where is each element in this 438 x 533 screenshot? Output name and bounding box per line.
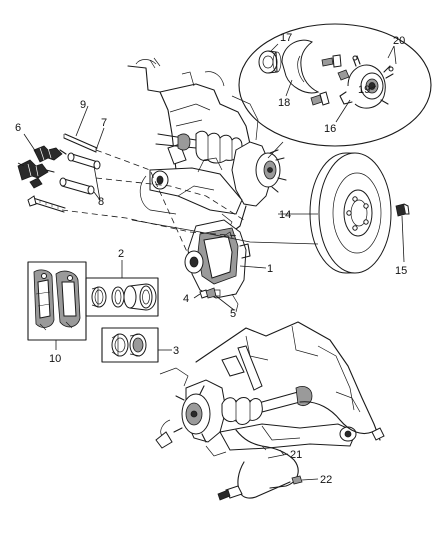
lower-suspension-assembly [155,321,385,501]
brake-rotor [309,152,392,274]
callout-4: 4 [183,293,189,305]
hub-detail-inset [238,23,432,147]
callout-10: 10 [49,353,61,365]
callout-9: 9 [80,99,86,111]
hub-flange [339,55,394,109]
bolt-alignment-line [61,209,241,237]
drive-shaft [155,130,243,164]
guide-pin-upper [63,133,98,153]
lower-drive-shaft [221,386,313,425]
callout-22: 22 [320,474,332,486]
callout-7: 7 [101,117,107,129]
pin-bushing-upper [33,145,67,163]
callout-18: 18 [278,97,290,109]
inset-ellipse [238,23,432,147]
lower-control-arm [149,157,243,231]
callout-3: 3 [173,345,179,357]
sleeve-alignment-line [95,177,245,221]
dust-shield [281,39,320,94]
callout-2: 2 [118,248,124,260]
callout-20: 20 [393,35,405,47]
pin-bushing-lower [17,159,55,189]
upper-suspension-assembly [127,57,287,233]
wheel-speed-sensor [217,461,303,501]
lower-knuckle [155,367,227,449]
callout-labels: 1 2 3 4 5 6 7 8 9 10 14 15 16 17 18 19 2… [15,32,407,486]
shield-bolts [310,54,350,106]
wheel-bearing [258,50,282,74]
callout-21: 21 [290,449,302,461]
caliper-seal-kit [101,327,159,363]
inset-leader [267,141,284,159]
brake-pad-kit [27,261,87,341]
callout-6: 6 [15,122,21,134]
callout-14: 14 [279,209,291,221]
piston-seal-kit [85,277,159,317]
guide-pin-bolt-lower [27,195,66,213]
wheel-speed-sensor-harness [235,401,385,489]
bleeder-screw [199,287,221,299]
pin-alignment-line [95,149,189,255]
caliper-rotor-line [131,219,319,245]
callout-1: 1 [267,263,273,275]
seal-kit-frame [101,327,159,363]
callout-8: 8 [98,196,104,208]
callout-15: 15 [395,265,407,277]
brake-caliper [184,219,251,313]
wheel-nut [395,203,410,217]
steering-knuckle [231,141,287,233]
callout-19: 19 [358,84,370,96]
callout-16: 16 [324,123,336,135]
callout-5: 5 [230,308,236,320]
pin-sleeve-upper [67,152,101,170]
callout-17: 17 [280,32,292,44]
pin-sleeve-lower [59,177,95,195]
leader-lines [17,43,405,481]
